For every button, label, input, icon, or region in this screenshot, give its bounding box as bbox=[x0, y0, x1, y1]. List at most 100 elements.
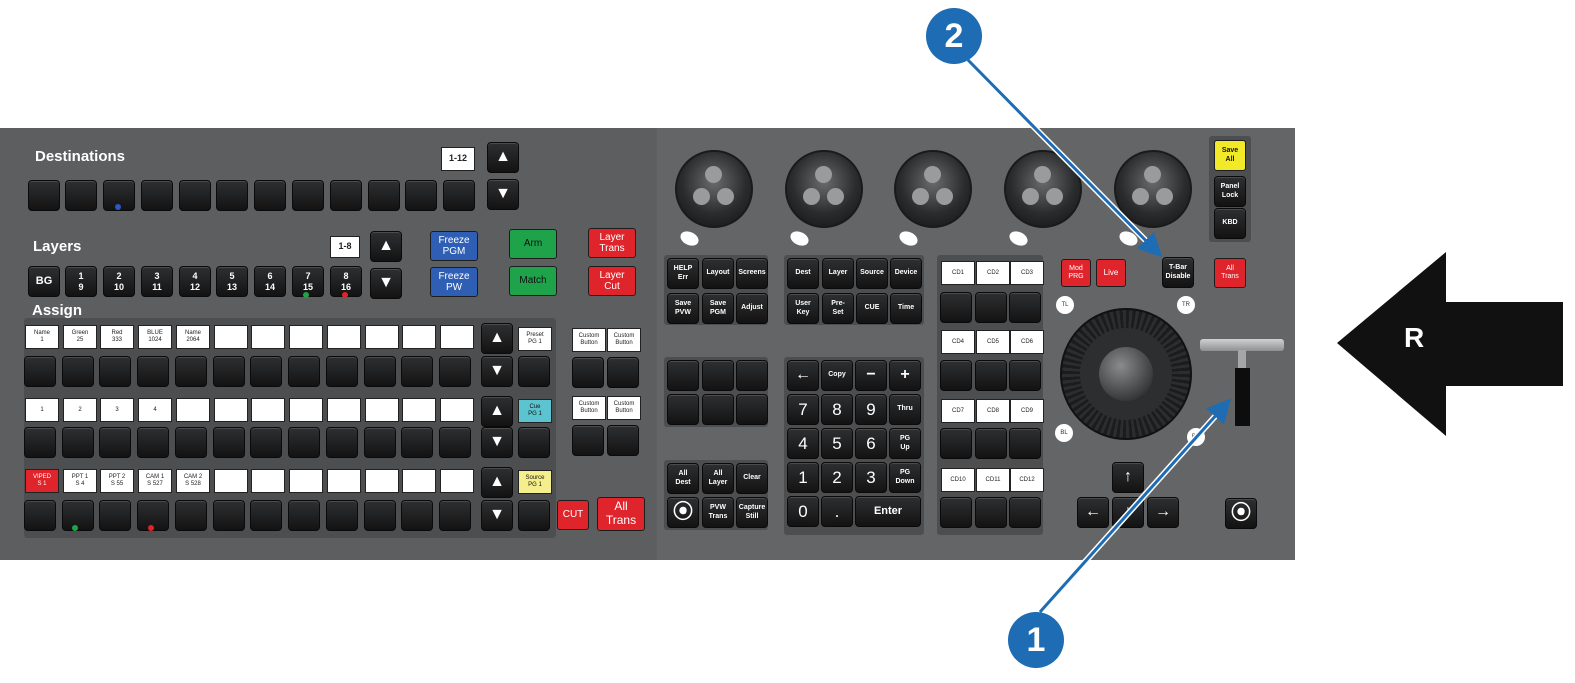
keypad-key-6[interactable]: 8 bbox=[821, 394, 853, 425]
destination-button-1[interactable] bbox=[28, 180, 60, 211]
destination-button-9[interactable] bbox=[330, 180, 362, 211]
assign-button-1-9[interactable] bbox=[326, 356, 358, 387]
assign-button-1-6[interactable] bbox=[213, 356, 245, 387]
arm-button[interactable]: Arm bbox=[509, 229, 557, 259]
all-trans-right-button[interactable]: All Trans bbox=[1214, 258, 1246, 288]
assign-button-2-8[interactable] bbox=[288, 427, 320, 458]
destinations-page-up-button[interactable]: ▲ bbox=[487, 142, 519, 173]
assign-page-up-2[interactable]: ▲ bbox=[481, 396, 513, 427]
function-key-2[interactable]: Layout bbox=[702, 258, 734, 289]
layer-trans-button[interactable]: Layer Trans bbox=[588, 228, 636, 258]
keypad-key-8[interactable]: Thru bbox=[889, 394, 921, 425]
all-trans-button[interactable]: All Trans bbox=[597, 497, 645, 531]
keypad-key-19[interactable]: Enter bbox=[855, 496, 921, 527]
panel-lock-button[interactable]: Panel Lock bbox=[1214, 176, 1246, 207]
trackball[interactable] bbox=[1099, 347, 1153, 401]
destination-button-12[interactable] bbox=[443, 180, 475, 211]
layer-button-6[interactable]: 6 14 bbox=[254, 266, 286, 297]
layer-button-5[interactable]: 5 13 bbox=[216, 266, 248, 297]
assign-button-2-9[interactable] bbox=[326, 427, 358, 458]
assign-button-2-10[interactable] bbox=[364, 427, 396, 458]
custom-button-3[interactable] bbox=[572, 425, 604, 456]
assign-button-1-3[interactable] bbox=[99, 356, 131, 387]
assign-page-button-1[interactable] bbox=[518, 356, 550, 387]
trackball-bl-button[interactable]: BL bbox=[1055, 424, 1073, 442]
cue-button-8[interactable] bbox=[975, 428, 1007, 459]
destination-button-8[interactable] bbox=[292, 180, 324, 211]
adjust-knob-3[interactable] bbox=[894, 150, 972, 228]
assign-button-2-1[interactable] bbox=[24, 427, 56, 458]
assign-page-down-1[interactable]: ▼ bbox=[481, 356, 513, 387]
destination-button-5[interactable] bbox=[179, 180, 211, 211]
assign-button-3-11[interactable] bbox=[401, 500, 433, 531]
destination-button-7[interactable] bbox=[254, 180, 286, 211]
assign-page-down-2[interactable]: ▼ bbox=[481, 427, 513, 458]
layers-page-down-button[interactable]: ▼ bbox=[370, 268, 402, 299]
mode-key-4[interactable]: Device bbox=[890, 258, 922, 289]
blank-key-5[interactable] bbox=[702, 394, 734, 425]
assign-button-2-6[interactable] bbox=[213, 427, 245, 458]
layer-button-8[interactable]: 8 16 bbox=[330, 266, 362, 297]
keypad-key-12[interactable]: PG Up bbox=[889, 428, 921, 459]
tbar-handle[interactable] bbox=[1200, 339, 1284, 351]
assign-button-3-9[interactable] bbox=[326, 500, 358, 531]
cue-button-7[interactable] bbox=[940, 428, 972, 459]
keypad-key-9[interactable]: 4 bbox=[787, 428, 819, 459]
function-key-6[interactable]: Adjust bbox=[736, 293, 768, 324]
layers-page-up-button[interactable]: ▲ bbox=[370, 231, 402, 262]
utility-key-1[interactable]: All Dest bbox=[667, 463, 699, 494]
cue-button-1[interactable] bbox=[940, 292, 972, 323]
assign-button-3-12[interactable] bbox=[439, 500, 471, 531]
mode-key-3[interactable]: Source bbox=[856, 258, 888, 289]
arrow-left-key[interactable]: ← bbox=[1077, 497, 1109, 528]
destination-button-11[interactable] bbox=[405, 180, 437, 211]
assign-button-3-10[interactable] bbox=[364, 500, 396, 531]
function-key-3[interactable]: Screens bbox=[736, 258, 768, 289]
cue-button-5[interactable] bbox=[975, 360, 1007, 391]
blank-key-2[interactable] bbox=[702, 360, 734, 391]
cut-button[interactable]: CUT bbox=[557, 500, 589, 530]
layer-button-0[interactable]: BG bbox=[28, 266, 60, 297]
assign-button-3-3[interactable] bbox=[99, 500, 131, 531]
assign-page-up-3[interactable]: ▲ bbox=[481, 467, 513, 498]
match-button[interactable]: Match bbox=[509, 266, 557, 296]
destination-button-6[interactable] bbox=[216, 180, 248, 211]
assign-button-3-1[interactable] bbox=[24, 500, 56, 531]
assign-button-1-7[interactable] bbox=[250, 356, 282, 387]
mode-key-6[interactable]: Pre- Set bbox=[822, 293, 854, 324]
destination-button-2[interactable] bbox=[65, 180, 97, 211]
assign-button-1-8[interactable] bbox=[288, 356, 320, 387]
custom-button-2[interactable] bbox=[607, 357, 639, 388]
keypad-key-14[interactable]: 2 bbox=[821, 462, 853, 493]
settings-target-key-left[interactable]: ⦿ bbox=[667, 497, 699, 528]
assign-button-2-12[interactable] bbox=[439, 427, 471, 458]
keypad-key-18[interactable]: . bbox=[821, 496, 853, 527]
keypad-key-5[interactable]: 7 bbox=[787, 394, 819, 425]
cue-button-10[interactable] bbox=[940, 497, 972, 528]
keypad-key-4[interactable]: + bbox=[889, 360, 921, 391]
mode-key-1[interactable]: Dest bbox=[787, 258, 819, 289]
utility-key-2[interactable]: All Layer bbox=[702, 463, 734, 494]
assign-button-1-10[interactable] bbox=[364, 356, 396, 387]
arrow-up-key[interactable]: ↑ bbox=[1112, 462, 1144, 493]
assign-button-3-2[interactable] bbox=[62, 500, 94, 531]
cue-button-11[interactable] bbox=[975, 497, 1007, 528]
custom-button-4[interactable] bbox=[607, 425, 639, 456]
assign-button-1-12[interactable] bbox=[439, 356, 471, 387]
assign-button-2-3[interactable] bbox=[99, 427, 131, 458]
keypad-key-1[interactable]: ← bbox=[787, 360, 819, 391]
layer-button-3[interactable]: 3 11 bbox=[141, 266, 173, 297]
keypad-key-7[interactable]: 9 bbox=[855, 394, 887, 425]
mode-key-7[interactable]: CUE bbox=[856, 293, 888, 324]
mode-key-8[interactable]: Time bbox=[890, 293, 922, 324]
keypad-key-2[interactable]: Copy bbox=[821, 360, 853, 391]
freeze-pgm-button[interactable]: Freeze PGM bbox=[430, 231, 478, 261]
assign-button-2-5[interactable] bbox=[175, 427, 207, 458]
layer-button-4[interactable]: 4 12 bbox=[179, 266, 211, 297]
mod-prg-button[interactable]: Mod PRG bbox=[1061, 259, 1091, 287]
cue-button-12[interactable] bbox=[1009, 497, 1041, 528]
cue-button-4[interactable] bbox=[940, 360, 972, 391]
keypad-key-16[interactable]: PG Down bbox=[889, 462, 921, 493]
cue-button-3[interactable] bbox=[1009, 292, 1041, 323]
keypad-key-17[interactable]: 0 bbox=[787, 496, 819, 527]
